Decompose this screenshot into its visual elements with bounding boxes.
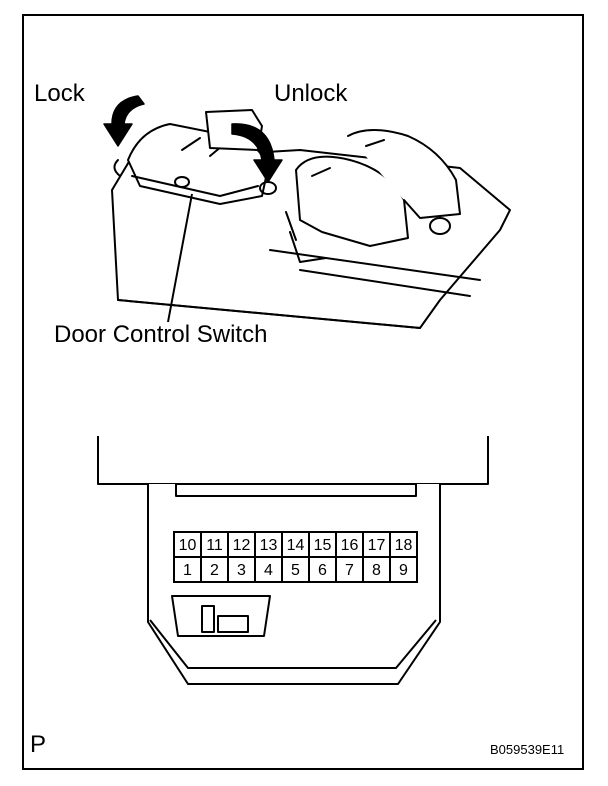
window-switch-rear: [347, 129, 461, 219]
unlock-arrow: [231, 123, 283, 183]
door-control-switch-label: Door Control Switch: [54, 321, 268, 348]
pin-label: 10: [179, 537, 197, 554]
lock-label: Lock: [34, 80, 85, 107]
corner-letter: P: [30, 731, 47, 758]
pin-label: 2: [210, 562, 219, 579]
pin-label: 5: [291, 562, 300, 579]
pin-label: 1: [183, 562, 192, 579]
pin-label: 18: [395, 537, 413, 554]
pin-label: 17: [368, 537, 386, 554]
pin-label: 11: [206, 537, 223, 554]
pin-label: 12: [233, 537, 251, 554]
figure-frame: [22, 14, 584, 770]
leader-line: [167, 193, 193, 323]
pin-label: 3: [237, 562, 246, 579]
lock-arrow: [103, 95, 145, 147]
pin-label: 4: [264, 562, 273, 579]
pin-label: 16: [341, 537, 359, 554]
pin-label: 6: [318, 562, 327, 579]
pin-label: 13: [260, 537, 278, 554]
pin-label: 14: [287, 537, 305, 554]
pin-label: 8: [372, 562, 381, 579]
figure-code: B059539E11: [490, 742, 565, 757]
pin-label: 15: [314, 537, 332, 554]
window-switch-front: [295, 155, 409, 247]
connector-latch-slot: [175, 483, 417, 497]
connector-top-flange: [97, 436, 489, 485]
pin-label: 9: [399, 562, 408, 579]
connector-housing: [147, 484, 441, 685]
pin-label: 7: [345, 562, 354, 579]
connector-pin-grid: [173, 531, 418, 583]
unlock-label: Unlock: [274, 80, 348, 107]
